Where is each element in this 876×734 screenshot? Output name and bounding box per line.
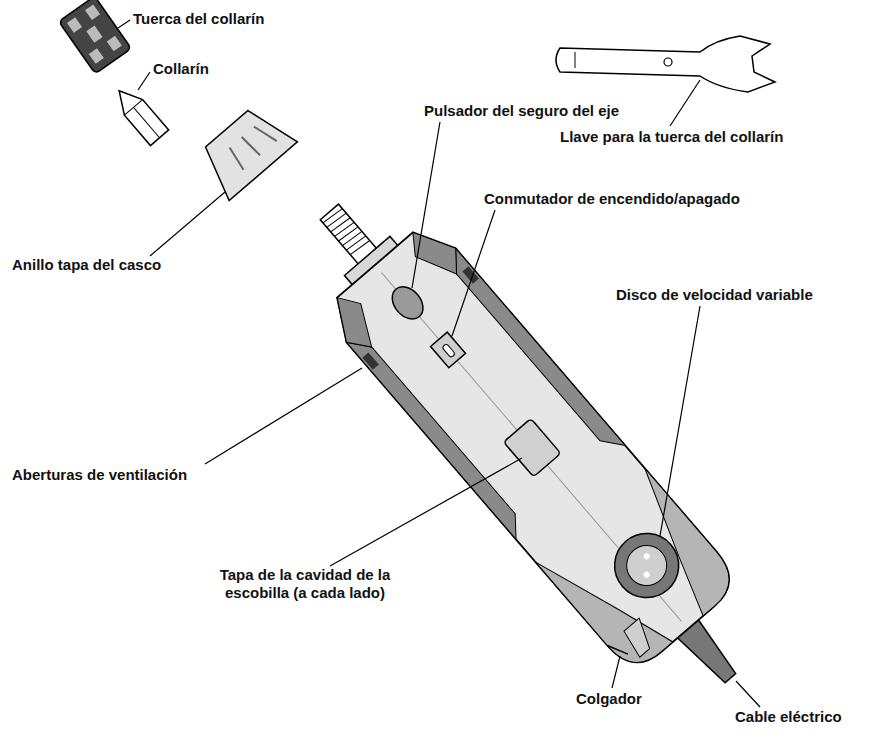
collet bbox=[110, 83, 169, 146]
part-label: Aberturas de ventilación bbox=[12, 466, 187, 484]
tool-body bbox=[275, 165, 785, 725]
part-label: Tuerca del collarín bbox=[133, 10, 264, 28]
part-label: Pulsador del seguro del eje bbox=[424, 102, 619, 120]
part-label: Conmutador de encendido/apagado bbox=[484, 190, 740, 208]
part-label: Llave para la tuerca del collarín bbox=[560, 128, 783, 146]
wrench bbox=[556, 36, 775, 92]
collet-nut bbox=[59, 0, 132, 74]
leader-lines bbox=[118, 20, 760, 707]
part-label: Tapa de la cavidad de la escobilla (a ca… bbox=[205, 566, 405, 602]
part-label: Disco de velocidad variable bbox=[616, 286, 813, 304]
cap-ring bbox=[193, 99, 298, 200]
part-label: Colgador bbox=[576, 690, 642, 708]
part-label: Cable eléctrico bbox=[735, 708, 842, 726]
part-label: Anillo tapa del casco bbox=[12, 256, 161, 274]
part-label: Collarín bbox=[153, 60, 209, 78]
